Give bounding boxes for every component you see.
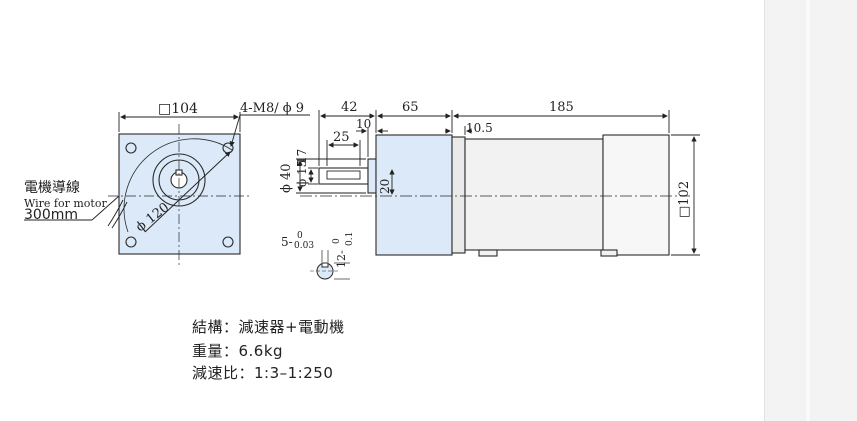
gearbox-ring — [451, 136, 466, 254]
d20-label: 20 — [378, 179, 392, 194]
key-width-label: 5- — [281, 235, 293, 249]
motor-end-cap — [602, 134, 670, 256]
wire-label-en: Wire for motor — [24, 197, 107, 210]
bolt-hole — [125, 142, 137, 154]
shaft-diameter-label: ϕ 15 — [295, 160, 309, 187]
wire-length: 300mm — [24, 207, 78, 223]
bolt-hole — [222, 236, 234, 248]
pcd-leader — [144, 151, 231, 233]
key-height-tol-lower: 0.1 — [345, 232, 355, 246]
side-view — [300, 134, 690, 257]
wire-leader — [24, 195, 128, 229]
right-side-panel — [764, 0, 857, 421]
shaft-length-label: 42 — [341, 100, 358, 115]
front-view — [108, 124, 250, 268]
key-height-label: 12- — [335, 250, 348, 268]
length-dimensions — [318, 110, 670, 166]
diameter-dimensions — [296, 158, 395, 195]
shaft-step-label: 10 — [356, 117, 371, 131]
gap-label: 10.5 — [466, 121, 493, 135]
gear-length-label: 65 — [402, 100, 419, 115]
gearbox-body — [375, 134, 453, 256]
motor-height-dimension — [671, 134, 700, 256]
key-width-tol-upper: 0 — [297, 231, 303, 241]
motor-length-label: 185 — [549, 100, 574, 115]
shaft-keyway — [326, 170, 361, 180]
holes-label: 4-M8/ ϕ 9 — [240, 101, 304, 116]
spec-weight: 重量：6.6kg — [192, 342, 284, 360]
motor-rib — [478, 249, 498, 257]
key-width-tol-lower: 0.03 — [294, 241, 314, 251]
key-length-label: 25 — [333, 130, 350, 145]
key-height-tol-upper: 0 — [332, 238, 342, 244]
shaft-section-detail — [310, 250, 350, 280]
spigot-diameter-label: ϕ 40 — [279, 163, 294, 193]
flange-width-label: □104 — [158, 101, 198, 117]
motor-body — [464, 138, 604, 251]
bolt-hole — [125, 236, 137, 248]
spec-structure: 結構：減速器+電動機 — [192, 318, 345, 336]
spigot-step — [367, 158, 377, 194]
spec-ratio: 減速比：1:3–1:250 — [192, 364, 334, 382]
wire-label-cn: 電機導線 — [24, 180, 80, 196]
right-side-strip — [806, 0, 810, 421]
motor-rib — [600, 249, 618, 257]
d17-label: 17 — [295, 149, 309, 164]
motor-height-label: □102 — [677, 181, 692, 218]
holes-leader — [229, 114, 310, 147]
